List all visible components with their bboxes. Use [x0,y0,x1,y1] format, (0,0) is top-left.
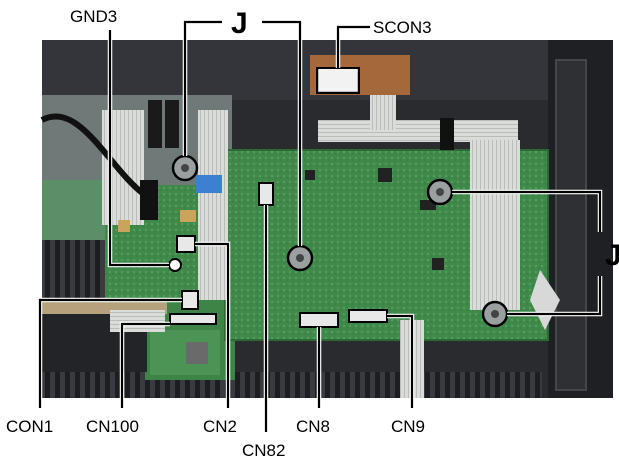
bottom-heatsink [42,372,542,398]
connector-cn100 [169,313,217,325]
gnd3-ring [168,258,182,272]
screw-icon [426,178,454,206]
ribbon-left-mid [198,110,228,300]
connector-cn2 [176,235,196,253]
label-scon3: SCON3 [373,18,432,37]
black-tape-2 [140,180,158,220]
capacitor-2 [165,100,179,148]
capacitor-4 [118,220,130,232]
label-j-top: J [231,7,248,40]
label-cn8: CN8 [296,417,330,436]
label-cn82: CN82 [242,441,285,460]
board-chip-4 [420,200,436,210]
chassis-frame-inner [555,59,587,391]
photo [40,40,613,398]
board-chip-3 [305,170,315,180]
screw-icon [171,154,199,182]
board-chip-1 [378,168,392,182]
label-j-right: J [605,239,619,272]
blue-ribbon [196,175,222,193]
screw-icon [481,300,509,328]
leader-lines [37,19,603,432]
capacitor-1 [148,100,162,148]
capacitor-3 [180,210,196,222]
board-chip-2 [432,258,444,270]
ribbon-right-vertical [470,140,520,310]
black-tape-1 [440,118,454,150]
scon3-connector-body [317,67,359,93]
lower-chip [186,342,208,364]
black-cable [40,113,147,198]
connector-cn8 [299,312,339,328]
ribbon-lower-left [110,310,165,332]
callout-labels: GND3 J SCON3 J CON1 CN100 CN2 CN82 CN8 C… [6,7,619,460]
label-gnd3: GND3 [70,7,117,26]
connector-con1 [181,290,199,310]
label-cn9: CN9 [391,417,425,436]
chassis-top-shadow [42,40,548,100]
connector-cn9 [348,309,388,323]
label-con1: CON1 [6,417,53,436]
label-cn100: CN100 [86,417,139,436]
label-cn2: CN2 [203,417,237,436]
ribbon-top-horizontal [318,120,518,142]
lower-small-board [150,330,220,375]
connector-cn82 [258,182,274,206]
screw-icon [286,244,314,272]
